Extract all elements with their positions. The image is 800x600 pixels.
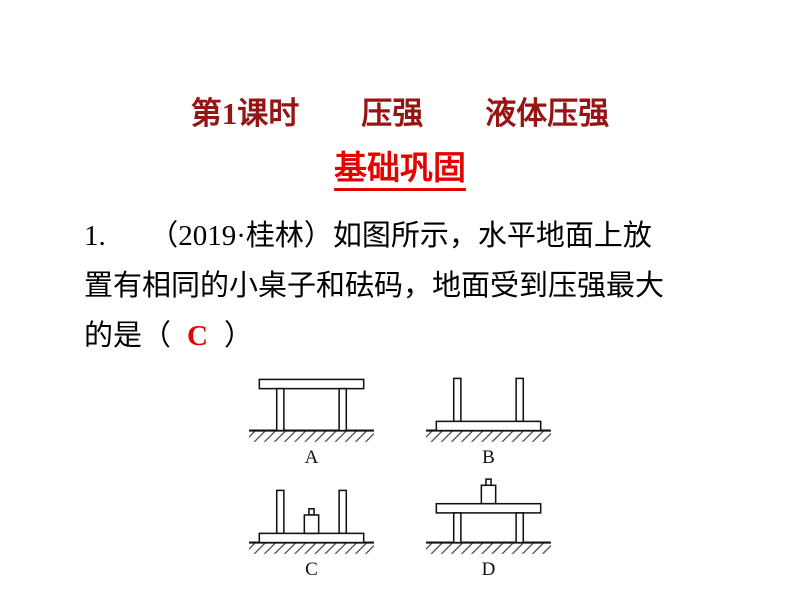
answer-suffix: ） [223, 320, 253, 352]
weight [303, 508, 320, 535]
ground-hatch [426, 430, 551, 442]
section-heading-wrap: 基础巩固 [0, 141, 800, 191]
table-leg [338, 387, 348, 432]
question-line-2: 置有相同的小桌子和砝码，地面受到压强最大 [84, 270, 665, 302]
table-leg [452, 512, 462, 544]
weight-knob [485, 478, 492, 487]
page-title: 第1课时 压强 液体压强 [190, 96, 610, 131]
weight-body [480, 484, 497, 505]
figure-label: A [304, 447, 319, 468]
table-upright-with-weight-diagram [426, 478, 551, 554]
figure-grid: A B [245, 365, 555, 581]
table-leg [515, 377, 525, 423]
figure-c: C [245, 477, 378, 581]
figure-b: B [422, 365, 555, 469]
tabletop [435, 420, 542, 432]
ground-hatch [249, 542, 374, 554]
figure-label: C [305, 559, 318, 580]
question-line-1: 1. （2019·桂林）如图所示，水平地面上放 [84, 220, 652, 252]
figure-d: D [422, 477, 555, 581]
table-leg [275, 489, 285, 535]
figure-label: D [481, 559, 496, 580]
table [435, 377, 542, 432]
table-leg [338, 489, 348, 535]
answer-prefix: 的是（ [84, 320, 172, 352]
ground-hatch [426, 542, 551, 554]
tabletop [435, 502, 542, 514]
tabletop [258, 532, 365, 544]
table-leg [275, 387, 285, 432]
question-answer-line: 的是（ C ） [84, 311, 744, 361]
weight [480, 478, 497, 505]
section-heading: 基础巩固 [334, 151, 466, 191]
answer-letter: C [187, 320, 208, 352]
table-leg [452, 377, 462, 423]
question-block: 1. （2019·桂林）如图所示，水平地面上放 置有相同的小桌子和砝码，地面受到… [84, 211, 744, 361]
ground-hatch [249, 430, 374, 442]
table [435, 502, 542, 544]
table-inverted-with-weight-diagram [249, 489, 374, 554]
table-inverted-diagram [426, 377, 551, 442]
table [258, 489, 365, 544]
table [258, 378, 365, 432]
weight-knob [308, 508, 315, 516]
table-leg [515, 512, 525, 544]
weight-body [303, 514, 320, 535]
tabletop [258, 378, 365, 390]
figure-a: A [245, 365, 378, 469]
table-upright-diagram [249, 378, 374, 442]
figure-label: B [482, 447, 495, 468]
